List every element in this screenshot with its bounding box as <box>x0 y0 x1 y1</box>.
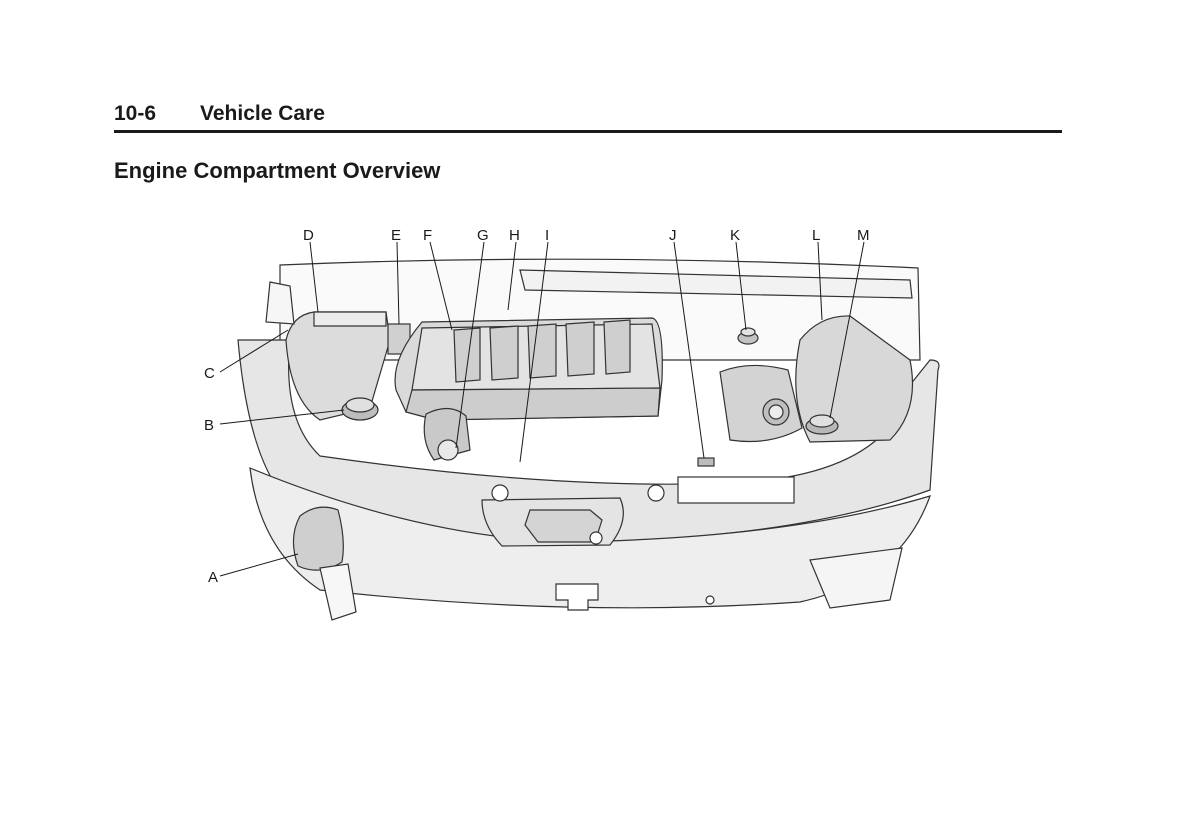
section-title: Vehicle Care <box>200 102 325 125</box>
callout-k: K <box>730 227 740 244</box>
callout-h: H <box>509 227 520 244</box>
callout-f: F <box>423 227 432 244</box>
callout-i: I <box>545 227 549 244</box>
engine-compartment-illustration: A B C D E F G H I J K L M <box>190 220 950 630</box>
page-header: 10-6 Vehicle Care <box>114 102 1062 133</box>
page-number: 10-6 <box>114 102 157 125</box>
callout-d: D <box>303 227 314 244</box>
section-heading: Engine Compartment Overview <box>114 158 441 183</box>
callout-c: C <box>204 365 215 382</box>
callout-a: A <box>208 569 218 586</box>
callout-b: B <box>204 417 214 434</box>
callout-e: E <box>391 227 401 244</box>
callout-m: M <box>857 227 870 244</box>
callout-g: G <box>477 227 489 244</box>
callout-j: J <box>669 227 677 244</box>
engine-diagram: A B C D E F G H I J K L M <box>204 227 940 621</box>
callout-l: L <box>812 227 820 244</box>
